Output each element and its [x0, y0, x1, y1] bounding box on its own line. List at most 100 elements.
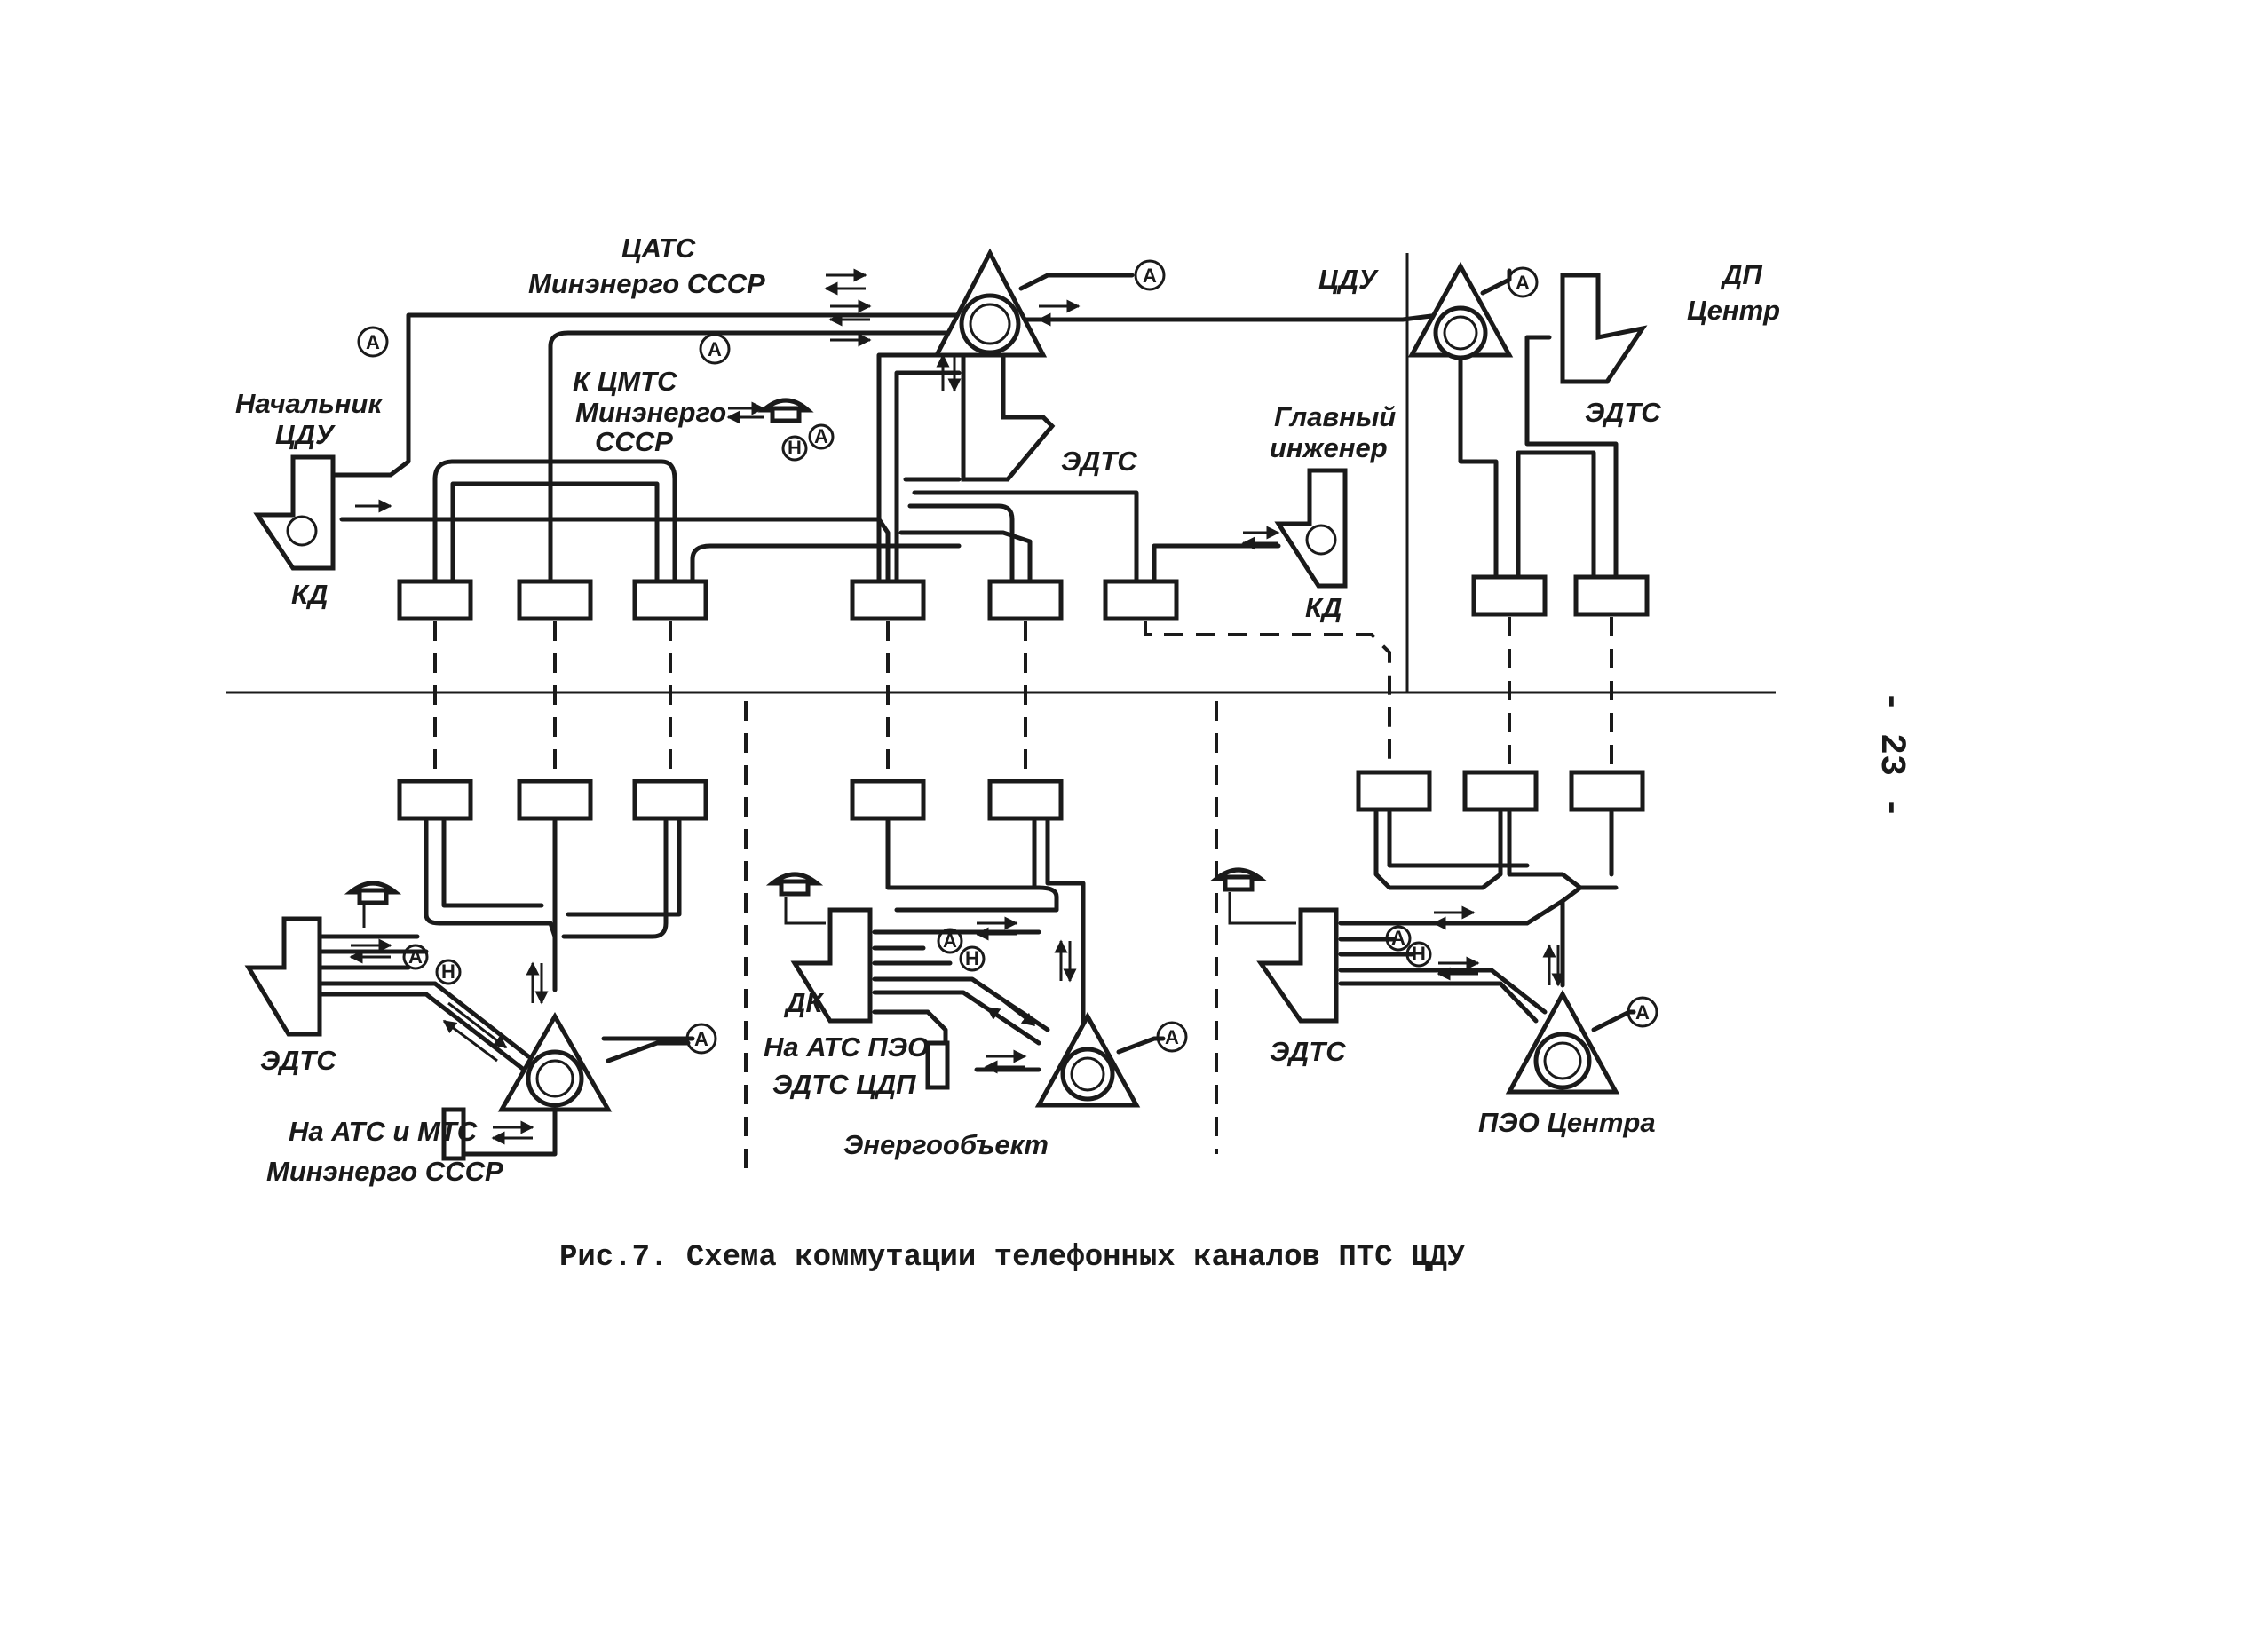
- block-b5: [987, 779, 1064, 821]
- block-b7: [1462, 770, 1539, 812]
- label-tsdu-top: ЦДУ: [1318, 264, 1379, 295]
- bottom-blocks: [397, 770, 1645, 821]
- edts-bottom-right-console: [1256, 907, 1339, 1024]
- block-b1: [397, 779, 473, 821]
- svg-text:Н: Н: [1412, 943, 1426, 965]
- svg-text:А: А: [1635, 1001, 1650, 1024]
- marker-a: А: [1156, 1021, 1188, 1053]
- block-t1: [397, 579, 473, 621]
- label-edts-top: ЭДТС: [1061, 446, 1137, 477]
- label-edts-tsdp: ЭДТС ЦДП: [772, 1069, 916, 1100]
- kd-left-console: [253, 454, 336, 571]
- label-tsats: ЦАТС: [621, 233, 696, 264]
- figure-caption: Рис.7. Схема коммутации телефонных канал…: [559, 1241, 1466, 1275]
- ats-peo-device: [925, 1040, 950, 1090]
- label-na-ats-peo: На АТС ПЭО: [764, 1032, 929, 1063]
- svg-text:Н: Н: [441, 960, 455, 983]
- label-glavny: Главный: [1274, 401, 1396, 432]
- top-wiring: [330, 312, 1619, 772]
- node-leads: [606, 268, 1636, 1063]
- svg-text:Н: Н: [788, 437, 802, 459]
- block-b8: [1569, 770, 1645, 812]
- marker-a: А: [357, 326, 389, 358]
- label-minenergo-bottom-left: Минэнерго СССР: [266, 1156, 503, 1187]
- svg-text:А: А: [694, 1028, 708, 1050]
- telephone-icon: [765, 872, 826, 925]
- mid-pe-node: [1034, 1011, 1141, 1108]
- marker-a: А: [808, 423, 835, 450]
- block-t6: [1103, 579, 1179, 621]
- label-kd-left: КД: [291, 579, 328, 610]
- marker-a: А: [1134, 259, 1166, 291]
- circle-markers: А А А А А Н А Н А А Н А А Н А: [357, 259, 1658, 1055]
- marker-a: А: [1627, 996, 1658, 1028]
- peo-center-node: [1505, 989, 1620, 1095]
- block-t4: [850, 579, 926, 621]
- label-inzhener: инженер: [1270, 432, 1388, 463]
- svg-text:А: А: [1165, 1026, 1179, 1048]
- marker-a: А: [402, 944, 429, 970]
- edts-dp-console: [1560, 273, 1648, 384]
- label-na-ats-mts: На АТС и МТС: [289, 1116, 478, 1147]
- edts-bottom-left-console: [244, 916, 322, 1037]
- svg-text:Н: Н: [965, 947, 979, 969]
- tsats-node: [932, 248, 1048, 358]
- label-edts-dp: ЭДТС: [1585, 397, 1661, 428]
- telephone-icons: [344, 398, 1296, 928]
- marker-a: А: [1507, 266, 1539, 298]
- label-dk: ДК: [783, 987, 824, 1018]
- marker-a: А: [699, 333, 731, 365]
- label-kd-right: КД: [1305, 592, 1342, 623]
- kd-right-console: [1274, 468, 1348, 589]
- marker-n: Н: [781, 435, 808, 462]
- svg-text:А: А: [366, 331, 380, 353]
- svg-text:А: А: [943, 929, 957, 952]
- svg-text:А: А: [1143, 265, 1157, 287]
- marker-a: А: [1385, 925, 1412, 952]
- label-edts-bottom-right: ЭДТС: [1270, 1036, 1346, 1067]
- bottom-wiring: [317, 810, 1619, 1157]
- block-t2: [517, 579, 593, 621]
- marker-n: Н: [435, 959, 462, 985]
- label-tsdu-left: ЦДУ: [275, 419, 336, 450]
- telephone-icon: [344, 881, 402, 928]
- edts-top-console: [961, 352, 1056, 482]
- block-t5: [987, 579, 1064, 621]
- marker-n: Н: [959, 945, 986, 972]
- block-t8: [1573, 574, 1650, 617]
- label-dp: ДП: [1720, 259, 1762, 290]
- label-minenergo-mid: Минэнерго: [575, 397, 726, 428]
- block-b2: [517, 779, 593, 821]
- top-blocks: [397, 574, 1650, 621]
- svg-text:А: А: [1516, 272, 1530, 294]
- marker-a: А: [685, 1023, 717, 1055]
- dk-console: [790, 907, 873, 1024]
- label-nachalnik: Начальник: [235, 388, 383, 419]
- telephone-icon: [757, 398, 814, 423]
- marker-a: А: [937, 928, 963, 954]
- block-t3: [632, 579, 708, 621]
- block-b3: [632, 779, 708, 821]
- label-edts-bottom-left: ЭДТС: [260, 1045, 336, 1076]
- block-b6: [1356, 770, 1432, 812]
- svg-text:А: А: [408, 945, 423, 968]
- label-peo-tsentra: ПЭО Центра: [1478, 1107, 1656, 1138]
- left-pe-node: [497, 1011, 613, 1112]
- page-number: - 23 -: [1871, 691, 1911, 818]
- label-k-tsmts: К ЦМТС: [573, 366, 677, 397]
- labels: ЦАТС Минэнерго СССР К ЦМТС Минэнерго ССС…: [235, 233, 1780, 1187]
- block-b4: [850, 779, 926, 821]
- svg-text:А: А: [1391, 927, 1405, 949]
- block-t7: [1471, 574, 1548, 617]
- ats-mts-device: [441, 1107, 466, 1161]
- tsdu-node: [1407, 261, 1514, 360]
- label-tsentr: Центр: [1687, 295, 1780, 326]
- dividers: [226, 253, 1776, 1172]
- svg-text:А: А: [708, 338, 722, 360]
- arrows: [349, 268, 1565, 1145]
- label-sssr-mid: СССР: [595, 426, 673, 457]
- svg-text:А: А: [814, 425, 828, 447]
- dashed-channels: [433, 617, 1613, 781]
- marker-n: Н: [1405, 941, 1432, 968]
